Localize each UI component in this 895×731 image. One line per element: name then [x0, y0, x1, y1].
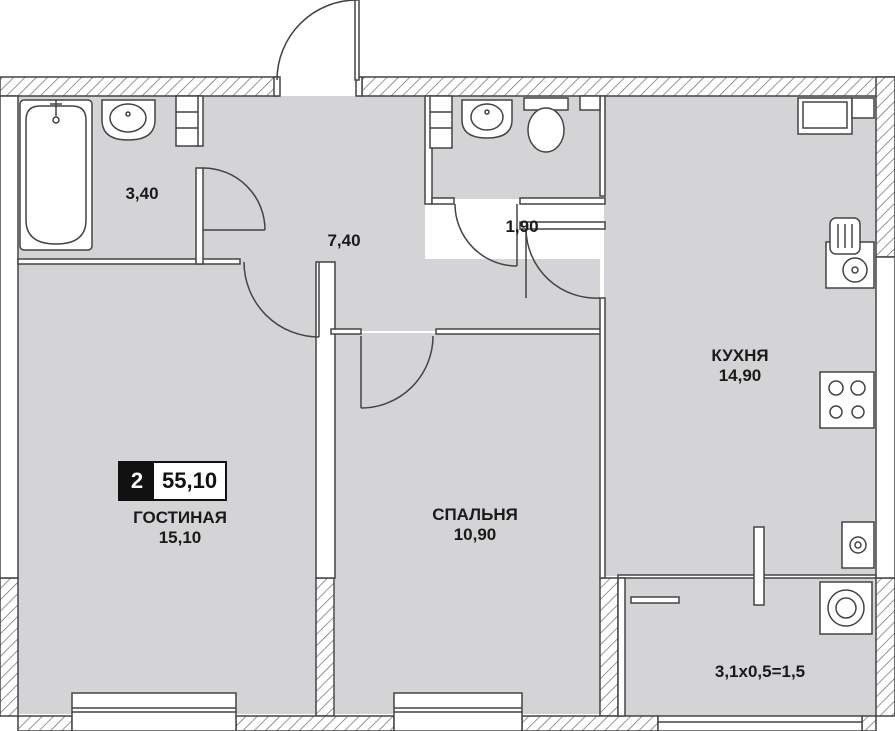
washbasin-icon [101, 99, 156, 141]
interior-doors[interactable] [202, 167, 765, 606]
door-bathroom[interactable] [202, 167, 266, 231]
bedroom-label: СПАЛЬНЯ 10,90 [405, 505, 545, 545]
bedroom-floor [335, 333, 600, 714]
toilet-label: 1,90 [490, 217, 554, 237]
balcony-label: 3,1x0,5=1,5 [690, 662, 830, 682]
window-kitchen [875, 256, 895, 579]
kitchen-sink-icon [825, 217, 875, 289]
hallway-floor-lower [335, 259, 600, 331]
apartment-badge: 2 55,10 [118, 461, 228, 501]
balcony-area: 3,1x0,5=1,5 [714, 662, 806, 681]
window-balcony [657, 715, 863, 731]
bedroom-area: 10,90 [453, 525, 497, 544]
kitchen-name: КУХНЯ [711, 346, 769, 365]
kitchen-floor [604, 96, 876, 576]
washbasin-icon-2 [461, 99, 513, 139]
bedroom-name: СПАЛЬНЯ [432, 505, 518, 524]
bathroom-label: 3,40 [110, 184, 174, 204]
washing-machine-icon [819, 581, 873, 635]
interior-walls [0, 95, 877, 717]
door-living[interactable] [243, 261, 320, 338]
kitchen-counter-icon [797, 97, 875, 135]
living-name: ГОСТИНАЯ [133, 508, 227, 527]
windows [71, 256, 895, 731]
toilet-area: 1,90 [505, 217, 539, 236]
door-toilet[interactable] [454, 203, 518, 267]
exterior-walls [0, 76, 895, 731]
boiler-icon [841, 521, 875, 569]
entrance-door[interactable] [273, 0, 363, 97]
toilet-icon [523, 97, 569, 153]
hallway-label: 7,40 [312, 231, 376, 251]
bathroom-area: 3,40 [125, 184, 159, 203]
floor-areas [18, 96, 876, 716]
stove-icon [819, 371, 875, 429]
kitchen-area: 14,90 [718, 366, 762, 385]
kitchen-label: КУХНЯ 14,90 [690, 346, 790, 386]
total-area: 55,10 [162, 468, 218, 493]
door-kitchen[interactable] [525, 228, 601, 299]
door-bedroom[interactable] [360, 335, 434, 409]
vent-shafts [175, 95, 601, 149]
room-count: 2 [120, 463, 154, 499]
hallway-area: 7,40 [327, 231, 361, 250]
living-area: 15,10 [158, 528, 202, 547]
living-label: ГОСТИНАЯ 15,10 [110, 508, 250, 548]
bathtub-icon [19, 99, 93, 251]
